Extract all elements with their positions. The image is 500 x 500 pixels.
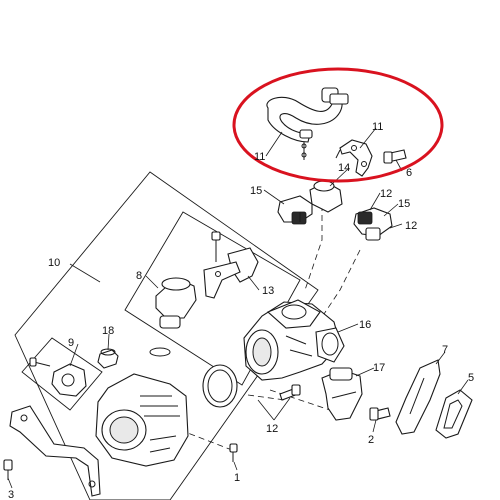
callout-16: 16 xyxy=(359,319,371,331)
leader-lines xyxy=(7,127,469,489)
callout-labels: 1 2 3 5 6 7 8 9 10 11 11 12 12 12 13 14 … xyxy=(8,121,474,500)
fuel-injector-right xyxy=(353,207,393,241)
callout-2: 2 xyxy=(368,434,374,446)
frame-sensor-group xyxy=(21,337,103,411)
callout-15-left: 15 xyxy=(250,185,262,197)
callout-14: 14 xyxy=(338,162,350,174)
highlight-ellipse xyxy=(232,67,444,183)
bolt-3 xyxy=(3,459,13,480)
callout-18: 18 xyxy=(102,325,114,337)
callout-1: 1 xyxy=(234,472,240,484)
bolt-12 xyxy=(279,384,301,401)
intake-manifold xyxy=(243,299,345,381)
frame-throttle-assembly xyxy=(14,171,319,500)
fuel-injector-left xyxy=(277,195,313,225)
idle-air-control-valve xyxy=(149,231,221,357)
callout-12-right: 12 xyxy=(405,220,417,232)
bushing xyxy=(97,348,119,369)
callout-10: 10 xyxy=(48,257,60,269)
frame-idle-valve-group xyxy=(124,211,301,386)
callout-5: 5 xyxy=(468,372,474,384)
callout-11-right: 11 xyxy=(372,121,383,133)
gasket-plate xyxy=(435,389,473,439)
mounting-bracket xyxy=(335,139,373,177)
throttle-position-sensor xyxy=(29,357,87,397)
guard-bracket xyxy=(395,359,441,435)
gasket-o-ring xyxy=(202,364,238,408)
map-sensor xyxy=(321,367,363,421)
callout-3: 3 xyxy=(8,489,14,500)
guide-lower-right xyxy=(269,389,331,411)
bolt-2 xyxy=(369,407,391,421)
guide-manifold-right xyxy=(319,249,361,321)
callout-13: 13 xyxy=(262,285,274,297)
callout-7: 7 xyxy=(442,344,448,356)
idle-sensor-bracket xyxy=(203,247,259,299)
bolt-6 xyxy=(383,149,407,164)
guide-bolt-12 xyxy=(247,394,286,401)
callout-12-injector: 12 xyxy=(380,188,392,200)
callout-12-lower: 12 xyxy=(266,423,278,435)
fuel-rail-junction xyxy=(309,180,343,213)
callout-15-right: 15 xyxy=(398,198,410,210)
bolt-1 xyxy=(229,443,238,462)
callout-8: 8 xyxy=(136,270,142,282)
callout-9: 9 xyxy=(68,337,74,349)
callout-6: 6 xyxy=(406,167,412,179)
throttle-body xyxy=(95,373,189,467)
callout-11-left: 11 xyxy=(254,151,265,163)
fuel-hose xyxy=(266,87,349,160)
throttle-linkage-bracket xyxy=(9,405,101,497)
guide-injector-to-manifold xyxy=(304,205,323,291)
callout-17: 17 xyxy=(373,362,385,374)
